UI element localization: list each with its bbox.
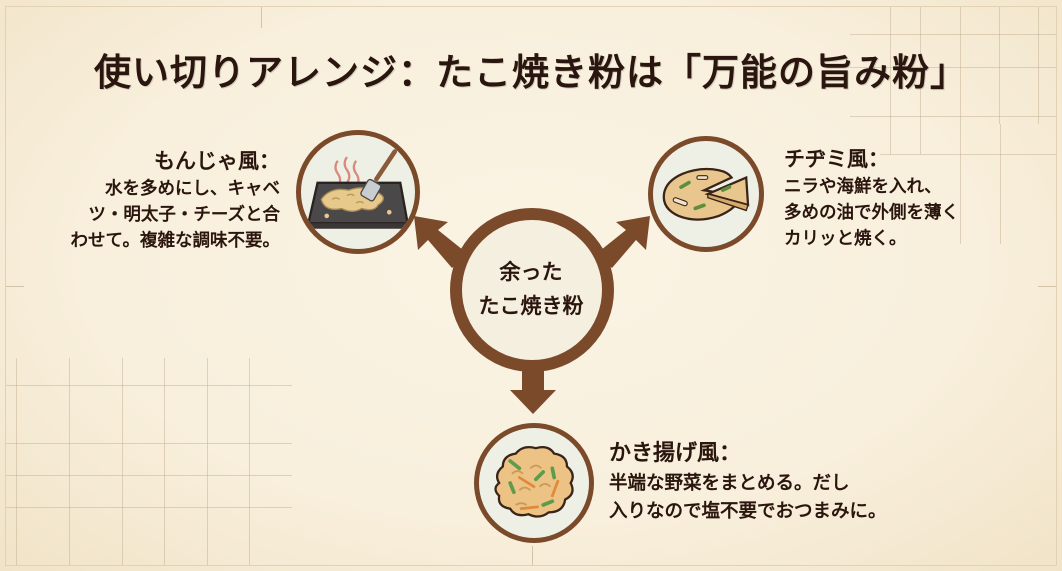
grid-tick-top <box>261 6 262 28</box>
arrangement-line: 水を多めにし、キャベ <box>105 179 280 199</box>
hub-label: 余った たこ焼き粉 <box>452 255 610 323</box>
arrangement-heading: チヂミ風： <box>784 147 889 171</box>
arrangement-line: 半端な野菜をまとめる。だし <box>609 473 850 494</box>
hub-label-line-2: たこ焼き粉 <box>478 294 584 318</box>
monjayaki-griddle-icon <box>296 130 420 254</box>
arrangement-line: ツ・明太子・チーズと合 <box>88 205 280 225</box>
grid-tick-right <box>1038 286 1056 287</box>
chijimi-pancake-icon <box>648 136 764 252</box>
arrangement-heading: もんじゃ風： <box>154 149 280 173</box>
arrangement-monja: もんじゃ風： 水を多めにし、キャベ ツ・明太子・チーズと合 わせて。複雑な調味不… <box>71 146 280 254</box>
arrangement-line: カリッと焼く。 <box>784 229 907 249</box>
arrangement-kakiage: かき揚げ風： 半端な野菜をまとめる。だし 入りなので塩不要でおつまみに。 <box>609 438 887 526</box>
arrangement-line: わせて。複雑な調味不要。 <box>70 231 280 251</box>
arrangement-chijimi: チヂミ風： ニラや海鮮を入れ、 多めの油で外側を薄く カリッと焼く。 <box>784 144 959 252</box>
arrangement-line: 多めの油で外側を薄く <box>784 203 959 223</box>
arrangement-line: 入りなので塩不要でおつまみに。 <box>609 501 887 522</box>
grid-tick-left <box>6 286 24 287</box>
hub-label-line-1: 余った <box>499 260 563 284</box>
page-title: 使い切りアレンジ：たこ焼き粉は「万能の旨み粉」 <box>94 51 968 94</box>
arrangement-heading: かき揚げ風： <box>609 441 742 466</box>
grid-tick-bottom <box>532 546 533 566</box>
kakiage-fritter-icon <box>474 423 594 543</box>
arrangement-line: ニラや海鮮を入れ、 <box>784 177 942 197</box>
